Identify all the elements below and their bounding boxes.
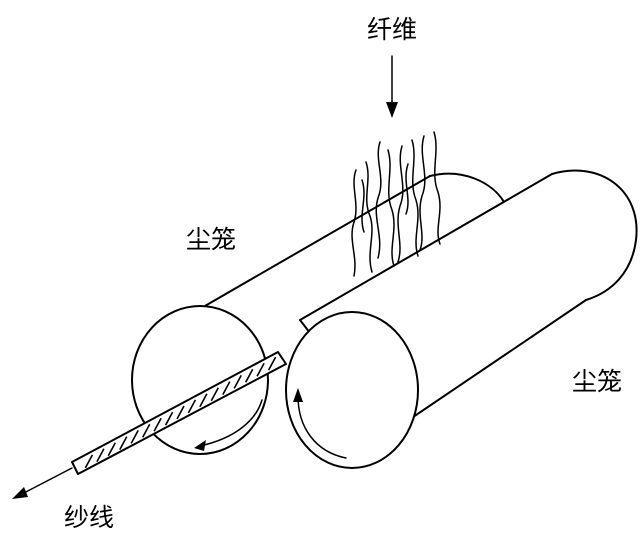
- yarn-hatch-line: [267, 356, 277, 371]
- fiber-strand: [375, 141, 382, 259]
- right-rotation-curve: [297, 395, 347, 459]
- yarn-hatch-line: [119, 436, 128, 450]
- fiber-strand: [351, 169, 357, 277]
- fiber-strand: [411, 139, 419, 257]
- fiber-strand: [419, 135, 426, 251]
- fiber-strand: [361, 179, 365, 233]
- yarn-strand: [71, 351, 287, 475]
- yarn-hatch-line: [222, 381, 231, 395]
- yarn-hatch-line: [187, 399, 197, 414]
- fiber-tufts: [351, 131, 441, 277]
- left-rotation-curve: [199, 399, 263, 447]
- yarn-label: 纱线: [64, 503, 114, 532]
- yarn-outline: [71, 351, 287, 475]
- left-drum-back-arc: [429, 172, 505, 203]
- fiber-strand: [387, 149, 395, 267]
- yarn-hatch-line: [233, 375, 242, 389]
- left-rotation-arrowhead: [194, 440, 206, 451]
- right-rotation-arrow: [293, 388, 347, 459]
- fiber-strand: [433, 131, 441, 245]
- yarn-hatch-line: [199, 393, 208, 408]
- yarn-hatch-line: [107, 442, 117, 457]
- yarn-output-arrow: [12, 467, 73, 499]
- yarn-hatch-line: [244, 368, 254, 383]
- fiber-feed-arrowhead: [386, 102, 398, 118]
- yarn-hatch-line: [153, 417, 162, 432]
- right-rotation-arrowhead: [293, 388, 303, 402]
- fiber-label: 纤维: [367, 15, 417, 44]
- right-dust-cage: [285, 169, 638, 469]
- left-cage-top-edge: [197, 175, 431, 311]
- left-rotation-arrow: [194, 399, 263, 451]
- yarn-hatching: [84, 356, 277, 469]
- dust-cage-label-left: 尘笼: [186, 225, 236, 254]
- fiber-strand: [405, 163, 409, 215]
- yarn-output-arrowhead: [12, 487, 28, 499]
- yarn-hatch-line: [256, 362, 265, 377]
- yarn-hatch-line: [84, 454, 94, 469]
- yarn-hatch-line: [130, 430, 139, 444]
- right-cage-front-face: [285, 311, 419, 469]
- yarn-hatch-line: [210, 387, 220, 402]
- yarn-output-shaft: [19, 467, 73, 496]
- fiber-feed-arrow: [386, 55, 398, 118]
- yarn-hatch-line: [96, 448, 105, 463]
- yarn-hatch-line: [141, 423, 151, 438]
- yarn-hatch-line: [164, 411, 174, 426]
- fiber-strand: [365, 161, 373, 273]
- dust-cage-label-right: 尘笼: [572, 367, 622, 396]
- fiber-strand: [397, 145, 404, 263]
- yarn-hatch-line: [176, 405, 185, 420]
